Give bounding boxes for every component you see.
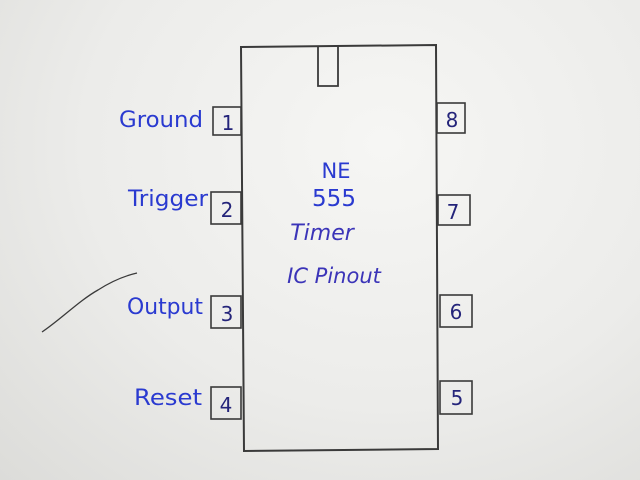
pin-5-box	[439, 380, 473, 415]
pin-5-number: 5	[451, 386, 464, 410]
pin-2-box	[210, 191, 242, 225]
chip-name-line2: 555	[312, 186, 356, 212]
pin-4-label: Reset	[134, 386, 202, 411]
left-pins: 1 Ground 2 Trigger 3 Output 4 Reset	[119, 106, 242, 420]
stray-pen-stroke	[41, 272, 138, 333]
pin-4-number: 4	[220, 393, 233, 417]
pin-3-number: 3	[221, 302, 234, 326]
pin-7-box	[437, 194, 471, 226]
pin-8-box	[436, 102, 466, 134]
chip-notch	[317, 46, 339, 87]
chip-body	[239, 43, 440, 453]
pin-6-box	[439, 294, 473, 328]
pin-6-number: 6	[450, 300, 463, 324]
pin-7: 7	[437, 194, 471, 226]
pin-1-number: 1	[222, 111, 235, 135]
right-pins: 8 7 6 5	[436, 102, 473, 415]
pin-2-label: Trigger	[127, 187, 209, 212]
pin-1-box	[212, 106, 242, 136]
pin-8: 8	[436, 102, 466, 134]
chip-name-line4: IC Pinout	[287, 264, 381, 288]
pin-2: 2 Trigger	[127, 187, 242, 225]
pin-6: 6	[439, 294, 473, 328]
chip-name-line1: NE	[322, 159, 351, 183]
pin-8-number: 8	[446, 108, 459, 132]
pin-3-label: Output	[127, 295, 203, 320]
chip-name-line3: Timer	[290, 221, 356, 246]
pin-4: 4 Reset	[134, 386, 242, 420]
pin-3-box	[210, 295, 242, 329]
pin-7-number: 7	[447, 200, 460, 224]
chip-labels: NE 555 Timer IC Pinout	[287, 159, 381, 288]
pin-3: 3 Output	[127, 295, 242, 329]
pin-2-number: 2	[221, 198, 234, 222]
chip-outline	[239, 43, 440, 453]
pin-5: 5	[439, 380, 473, 415]
pin-1-label: Ground	[119, 108, 203, 133]
pin-1: 1 Ground	[119, 106, 242, 136]
pin-4-box	[210, 386, 242, 420]
